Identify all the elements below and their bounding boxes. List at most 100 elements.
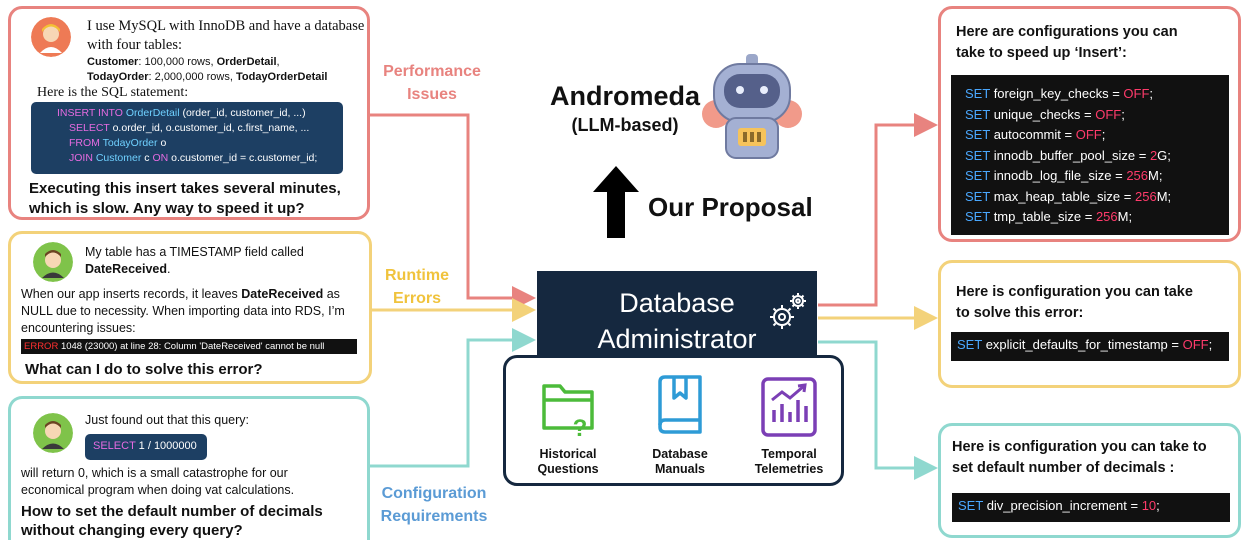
- decimals-config-code: SET div_precision_increment = 10;: [952, 493, 1230, 522]
- config-name: tmp_table_size =: [993, 209, 1096, 224]
- label-line: Requirements: [380, 508, 488, 525]
- config-value: OFF: [1095, 106, 1122, 122]
- folder-question-icon: ?: [542, 384, 594, 438]
- config-row: SET innodb_log_file_size = 256M;: [965, 166, 1229, 187]
- sql-text: o.order_id, o.customer_id, c.first_name,…: [112, 122, 310, 134]
- runtime-line1: My table has a TIMESTAMP field called: [85, 245, 304, 259]
- label-line: Errors: [392, 290, 442, 307]
- robot-icon: [702, 54, 802, 159]
- config-name: innodb_log_file_size =: [993, 168, 1127, 183]
- performance-question-panel: I use MySQL with InnoDB and have a datab…: [8, 6, 370, 220]
- sql-kw: SET: [965, 188, 991, 204]
- caption-line: Questions: [537, 462, 599, 476]
- sql-table: TodayOrder: [102, 137, 158, 149]
- table-customer: Customer: [87, 56, 139, 68]
- decimals-answer-title1: Here is configuration you can take to: [952, 439, 1207, 455]
- sql-kw: INSERT INTO: [57, 107, 123, 119]
- database-administrator-box: Database Administrator: [537, 271, 817, 369]
- config-question-line2: without changing every query?: [21, 522, 243, 539]
- config-name: unique_checks =: [993, 106, 1096, 122]
- runtime-errors-label: Runtime Errors: [374, 264, 460, 310]
- sql-kw: ON: [152, 152, 169, 164]
- caption-line: Historical: [539, 447, 597, 461]
- insert-answer-title2: take to speed up ‘Insert’:: [956, 45, 1127, 61]
- config-arrow: [370, 328, 536, 468]
- config-end: ;: [1149, 86, 1154, 101]
- select-sql-block: SELECT 1 / 1000000: [85, 434, 207, 460]
- table-todayorder: TodayOrder: [87, 71, 149, 83]
- config-end: G;: [1157, 147, 1171, 163]
- performance-arrow: [370, 113, 536, 310]
- config-name: autocommit =: [993, 127, 1076, 142]
- table-orderdetail: OrderDetail: [216, 56, 277, 68]
- sql-kw: SET: [957, 337, 983, 352]
- sql-text: o.customer_id = c.customer_id;: [171, 152, 318, 164]
- sql-kw: FROM: [69, 137, 100, 149]
- config-row: SET unique_checks = OFF;: [965, 105, 1229, 126]
- user-avatar-icon: [33, 413, 73, 453]
- config-value: 2: [1149, 147, 1158, 163]
- sql-kw: SELECT: [93, 440, 136, 452]
- config-end: ;: [1121, 106, 1125, 122]
- sql-kw: SET: [965, 86, 991, 101]
- caption-line: Temporal: [761, 447, 817, 461]
- performance-issues-label: Performance Issues: [374, 60, 490, 106]
- sql-kw: SELECT: [69, 122, 110, 134]
- runtime-line3-field: DateReceived: [241, 287, 324, 301]
- config-end: M;: [1156, 188, 1172, 204]
- config-line1: Just found out that this query:: [85, 413, 249, 427]
- sql-text: (order_id, customer_id, ...): [182, 107, 306, 119]
- config-name: max_heap_table_size =: [993, 188, 1135, 204]
- our-proposal-label: Our Proposal: [648, 192, 813, 222]
- table-customer-rows: : 100,000 rows,: [138, 56, 217, 68]
- tool-caption-historical: Historical Questions: [518, 447, 618, 477]
- runtime-line3-end: as: [323, 287, 340, 301]
- config-value: OFF: [1075, 127, 1102, 142]
- runtime-question-panel: My table has a TIMESTAMP field called Da…: [8, 231, 372, 384]
- knowledge-sources-box: ? Historical Questions Database Manuals …: [503, 355, 844, 486]
- config-end: ;: [1208, 337, 1213, 352]
- config-end: ;: [1101, 127, 1106, 142]
- config-value: 10: [1141, 498, 1157, 513]
- dba-line1: Database: [619, 288, 735, 318]
- config-line3: economical program when doing vat calcul…: [21, 483, 295, 497]
- sql-kw: JOIN: [69, 152, 93, 164]
- error-answer-panel: Here is configuration you can take to so…: [938, 260, 1241, 388]
- config-row: SET tmp_table_size = 256M;: [965, 207, 1229, 228]
- sql-text: c: [144, 152, 150, 164]
- config-end: ;: [1156, 498, 1160, 513]
- config-end: M;: [1117, 209, 1133, 224]
- table-todayorder-rows: : 2,000,000 rows,: [148, 71, 236, 83]
- label-line: Configuration: [381, 485, 487, 502]
- sql-kw: SET: [965, 209, 991, 224]
- runtime-field-name: DateReceived: [85, 262, 167, 276]
- sql-kw: SET: [965, 168, 991, 183]
- error-tag: ERROR: [24, 341, 59, 352]
- config-row: SET max_heap_table_size = 256M;: [965, 187, 1229, 208]
- tool-caption-manuals: Database Manuals: [630, 447, 730, 477]
- runtime-line5: encountering issues:: [21, 321, 136, 335]
- config-question-line1: How to set the default number of decimal…: [21, 503, 323, 520]
- config-line2: will return 0, which is a small catastro…: [21, 466, 288, 480]
- caption-line: Database: [652, 447, 708, 461]
- sql-text: o: [160, 137, 167, 149]
- runtime-period: .: [167, 262, 171, 276]
- perf-question-line2: which is slow. Any way to speed it up?: [29, 200, 305, 217]
- perf-intro-line2: with four tables:: [87, 37, 183, 53]
- runtime-line4: NULL due to necessity. When importing da…: [21, 304, 345, 318]
- config-end: M;: [1148, 168, 1163, 183]
- label-line: Runtime: [385, 267, 449, 284]
- andromeda-subtitle: (LLM-based): [571, 115, 679, 135]
- insert-config-code: SET foreign_key_checks = OFF;SET unique_…: [951, 75, 1229, 235]
- perf-intro-line1: I use MySQL with InnoDB and have a datab…: [87, 18, 365, 34]
- insert-sql-block: INSERT INTO OrderDetail (order_id, custo…: [31, 102, 343, 174]
- dba-line2: Administrator: [597, 324, 757, 354]
- sql-kw: SET: [958, 498, 984, 513]
- config-name: innodb_buffer_pool_size =: [993, 147, 1150, 163]
- config-value: 256: [1095, 209, 1118, 224]
- config-row: SET autocommit = OFF;: [965, 125, 1229, 146]
- error-answer-title2: to solve this error:: [956, 305, 1084, 321]
- caption-line: Telemetries: [754, 462, 824, 476]
- gears-icon: [770, 293, 806, 329]
